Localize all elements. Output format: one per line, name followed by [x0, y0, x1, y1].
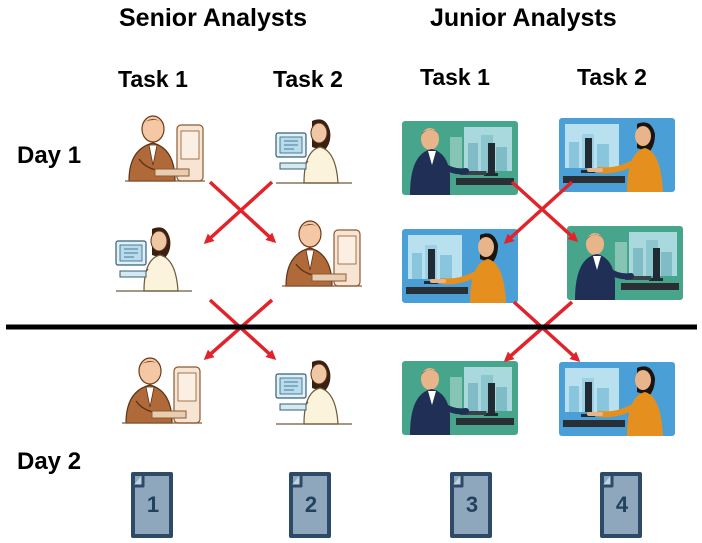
junior-female-analyst-icon — [559, 362, 675, 436]
junior-task-1-label: Task 1 — [420, 64, 490, 90]
document-3-number: 3 — [465, 492, 479, 517]
junior-female-analyst-icon — [402, 229, 518, 303]
senior-male-analyst-icon — [121, 357, 203, 424]
senior-task-1-label: Task 1 — [118, 66, 188, 92]
junior-analysts-title: Junior Analysts — [430, 4, 617, 32]
swap-arrow — [510, 180, 579, 243]
junior-task-2-label: Task 2 — [577, 64, 647, 90]
day-2-label: Day 2 — [17, 448, 82, 475]
document-1-number: 1 — [146, 492, 160, 517]
senior-male-analyst-icon — [281, 220, 363, 287]
document-2-number: 2 — [304, 492, 318, 517]
senior-analysts-title: Senior Analysts — [119, 4, 308, 32]
swap-arrow — [503, 300, 574, 362]
junior-male-analyst-icon — [402, 121, 518, 195]
swap-arrow — [503, 180, 574, 245]
junior-female-analyst-icon — [559, 118, 675, 192]
junior-male-analyst-icon — [402, 361, 518, 435]
day-1-label: Day 1 — [17, 142, 82, 169]
swap-arrow — [203, 180, 274, 245]
senior-female-analyst-icon — [275, 359, 353, 425]
document-4-number: 4 — [615, 492, 629, 517]
swap-arrow — [512, 300, 581, 363]
senior-female-analyst-icon — [115, 226, 193, 292]
junior-male-analyst-icon — [567, 226, 683, 300]
senior-female-analyst-icon — [275, 118, 353, 184]
senior-male-analyst-icon — [124, 115, 206, 182]
senior-task-2-label: Task 2 — [273, 66, 343, 92]
